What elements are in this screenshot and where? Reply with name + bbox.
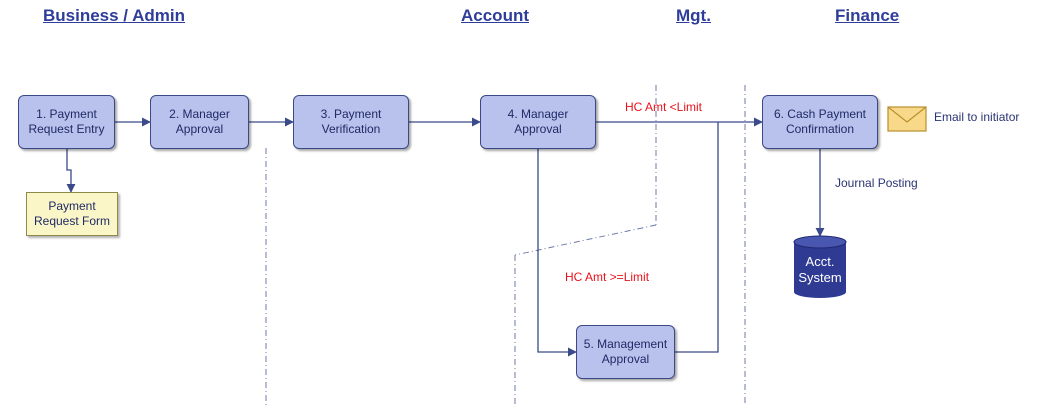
- step-3-line1: 3. Payment: [320, 107, 382, 121]
- step-3-line2: Verification: [321, 122, 381, 136]
- database-line1: Acct.: [805, 254, 835, 269]
- envelope-icon: [887, 106, 927, 132]
- condition-below-limit: HC Amt <Limit: [625, 100, 703, 114]
- arrow-step4-step5: [537, 149, 577, 357]
- step-5-line1: 5. Management: [583, 337, 668, 351]
- step-1-line2: Request Entry: [28, 122, 105, 136]
- step-1-line1: 1. Payment: [36, 107, 97, 121]
- step-4-line1: 4. Manager: [507, 107, 569, 121]
- document-line1: Payment: [48, 199, 96, 213]
- lane-title-mgt: Mgt.: [676, 6, 711, 25]
- step-6-line1: 6. Cash Payment: [773, 107, 867, 121]
- step-2-line2: Approval: [175, 122, 224, 136]
- line-step5-step6: [675, 122, 719, 353]
- step-4-line2: Approval: [514, 122, 562, 136]
- journal-posting-label: Journal Posting: [835, 176, 918, 190]
- lane-title-business-admin: Business / Admin: [43, 6, 186, 25]
- step-2-line1: 2. Manager: [169, 107, 230, 121]
- database-label: Acct.System: [794, 254, 846, 286]
- document-line2: Request Form: [33, 214, 111, 228]
- lane-divider-account-mgt-diagonal: [514, 224, 657, 256]
- database-line2: System: [798, 270, 842, 285]
- database-icon: [793, 235, 847, 298]
- email-to-initiator-label: Email to initiator: [934, 110, 1020, 124]
- arrow-step1-document: [66, 149, 76, 193]
- lane-title-account: Account: [461, 6, 529, 25]
- step-5-line2: Approval: [601, 352, 650, 366]
- step-6-line2: Confirmation: [785, 122, 854, 136]
- lane-title-finance: Finance: [835, 6, 900, 25]
- condition-above-limit: HC Amt >=Limit: [565, 270, 650, 284]
